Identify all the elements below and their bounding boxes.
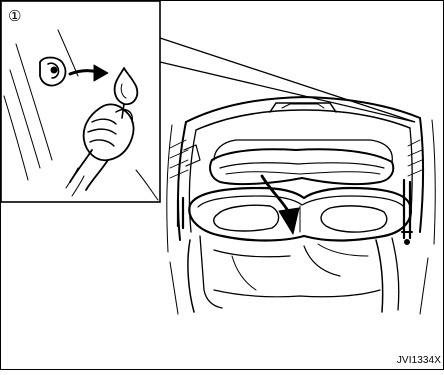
callout-number-1: ① (8, 8, 21, 24)
figure-code: JVI1334X (397, 355, 441, 366)
inset-frame (1, 1, 160, 202)
